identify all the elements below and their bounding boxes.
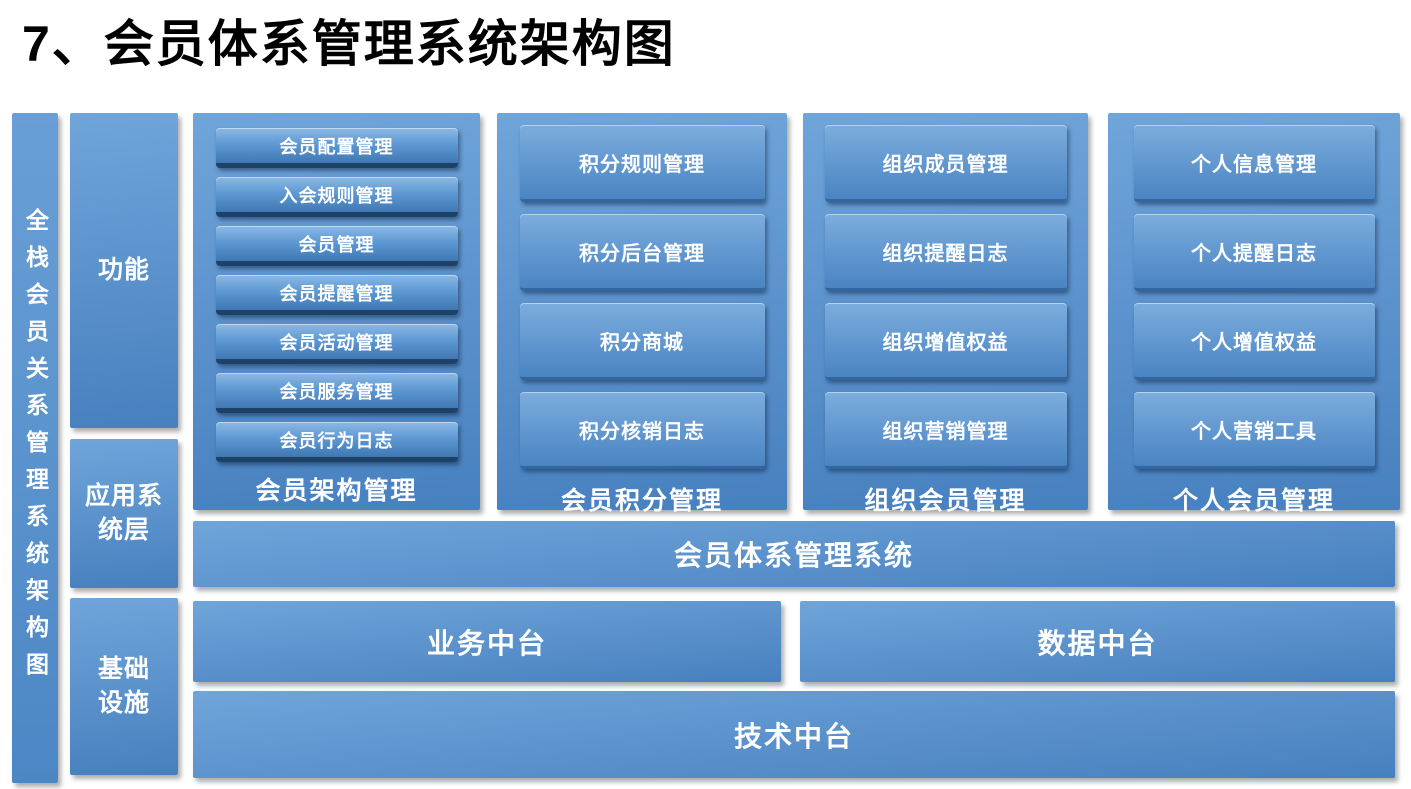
layer-function-label: 功能 (97, 255, 150, 284)
group-label-organization-member: 组织会员管理 (864, 487, 1027, 515)
group-member-architecture: 会员配置管理 入会规则管理 会员管理 会员提醒管理 会员活动管理 会员服务管理 … (193, 113, 480, 510)
diagram-node: 会员配置管理 (215, 128, 458, 168)
diagram-node: 个人信息管理 (1133, 125, 1375, 202)
layer-infrastructure: 基础 设施 (70, 598, 178, 775)
group-label-member-architecture: 会员架构管理 (255, 477, 418, 505)
diagram-node: 会员提醒管理 (215, 275, 458, 315)
diagram-node: 会员服务管理 (215, 373, 458, 413)
group-label-member-points: 会员积分管理 (560, 487, 723, 515)
diagram-node: 入会规则管理 (215, 177, 458, 217)
bar-business-platform: 业务中台 (193, 601, 781, 682)
diagram-node: 积分核销日志 (519, 392, 765, 469)
bar-data-platform: 数据中台 (800, 601, 1395, 682)
group-organization-member: 组织成员管理 组织提醒日志 组织增值权益 组织营销管理 组织会员管理 (803, 113, 1088, 515)
diagram-node: 个人营销工具 (1133, 392, 1375, 469)
diagram-node: 个人增值权益 (1133, 303, 1375, 380)
diagram-node: 个人提醒日志 (1133, 214, 1375, 291)
diagram-node: 积分规则管理 (519, 125, 765, 202)
diagram-node: 积分后台管理 (519, 214, 765, 291)
diagram-node: 组织提醒日志 (824, 214, 1067, 291)
bar-membership-system: 会员体系管理系统 (193, 521, 1395, 587)
diagram-node: 组织增值权益 (824, 303, 1067, 380)
layer-function: 功能 (70, 113, 178, 428)
diagram-node: 会员行为日志 (215, 422, 458, 462)
layer-application-system: 应用系 统层 (70, 439, 178, 588)
group-member-points: 积分规则管理 积分后台管理 积分商城 积分核销日志 会员积分管理 (497, 113, 787, 515)
diagram-node: 组织成员管理 (824, 125, 1067, 202)
left-banner-label: 全栈会员关系管理系统架构图 (22, 207, 49, 689)
layer-application-system-label: 应用系 统层 (84, 481, 163, 544)
left-banner: 全栈会员关系管理系统架构图 (12, 113, 58, 783)
diagram-node: 积分商城 (519, 303, 765, 380)
diagram-node: 会员管理 (215, 226, 458, 266)
page-title: 7、会员体系管理系统架构图 (22, 16, 676, 72)
group-personal-member: 个人信息管理 个人提醒日志 个人增值权益 个人营销工具 个人会员管理 (1108, 113, 1400, 515)
diagram-node: 组织营销管理 (824, 392, 1067, 469)
diagram-node: 会员活动管理 (215, 324, 458, 364)
layer-infrastructure-label: 基础 设施 (97, 654, 150, 717)
bar-technology-platform: 技术中台 (193, 691, 1395, 778)
group-label-personal-member: 个人会员管理 (1172, 487, 1335, 515)
